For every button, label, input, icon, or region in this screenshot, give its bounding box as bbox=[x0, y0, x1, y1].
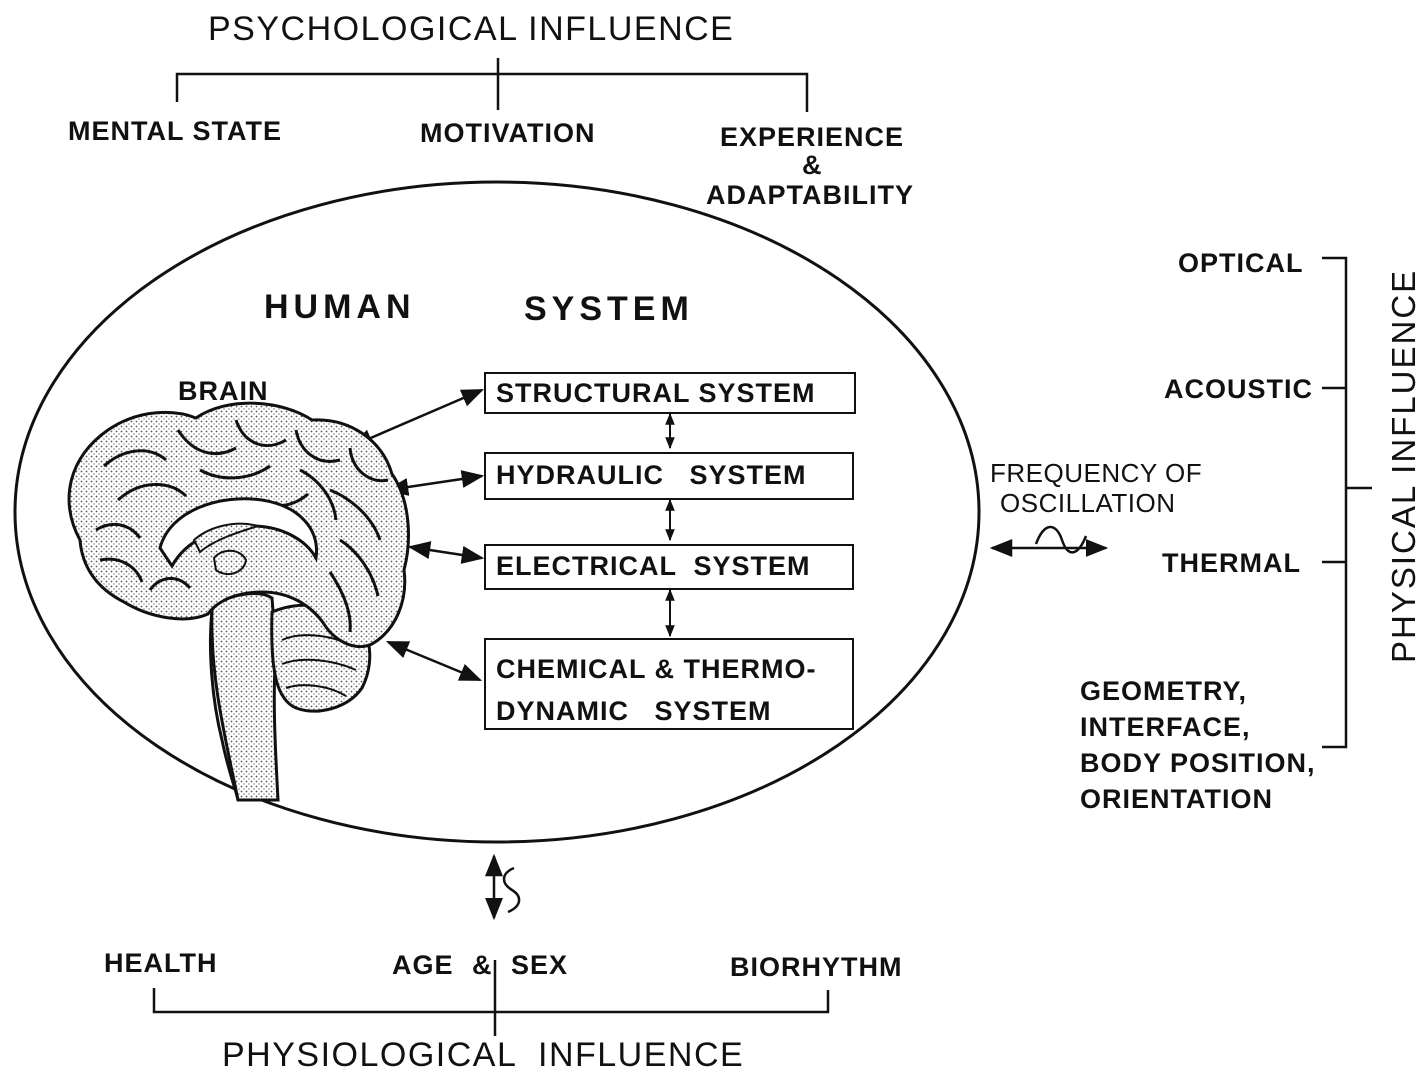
biorhythm-label: BIORHYTHM bbox=[730, 952, 903, 982]
adaptability-label: ADAPTABILITY bbox=[706, 180, 914, 210]
structural-system-label: STRUCTURAL SYSTEM bbox=[496, 378, 816, 408]
motivation-label: MOTIVATION bbox=[420, 118, 596, 148]
hydraulic-system-label: HYDRAULIC SYSTEM bbox=[496, 460, 807, 490]
optical-label: OPTICAL bbox=[1178, 248, 1304, 278]
ampersand-label: & bbox=[802, 150, 823, 180]
physiological-bracket bbox=[152, 960, 830, 1036]
body-position-label: BODY POSITION, bbox=[1080, 748, 1316, 778]
thermal-label: THERMAL bbox=[1162, 548, 1301, 578]
structural-system-box: STRUCTURAL SYSTEM bbox=[484, 372, 856, 414]
geometry-label: GEOMETRY, bbox=[1080, 676, 1248, 706]
system-label: SYSTEM bbox=[524, 290, 694, 328]
brain-label: BRAIN bbox=[178, 376, 269, 406]
physical-influence-title: PHYSICAL INFLUENCE bbox=[1385, 268, 1422, 663]
electrical-system-box: ELECTRICAL SYSTEM bbox=[484, 544, 854, 590]
electrical-system-label: ELECTRICAL SYSTEM bbox=[496, 551, 811, 581]
human-label: HUMAN bbox=[264, 288, 416, 326]
acoustic-label: ACOUSTIC bbox=[1164, 374, 1313, 404]
brain-illustration bbox=[67, 401, 410, 802]
brain-arrows bbox=[349, 388, 485, 682]
psychological-bracket bbox=[175, 58, 809, 112]
experience-label: EXPERIENCE bbox=[720, 122, 905, 152]
frequency-label-line2: OSCILLATION bbox=[1000, 488, 1176, 518]
physiological-title: PHYSIOLOGICAL INFLUENCE bbox=[222, 1036, 745, 1074]
interface-label: INTERFACE, bbox=[1080, 712, 1251, 742]
human-system-ellipse bbox=[13, 180, 981, 844]
age-sex-label: AGE & SEX bbox=[392, 950, 569, 980]
frequency-label-line1: FREQUENCY OF bbox=[990, 458, 1203, 488]
physical-bracket bbox=[1322, 256, 1372, 749]
orientation-label: ORIENTATION bbox=[1080, 784, 1273, 814]
chemical-thermodynamic-system-box: CHEMICAL & THERMO- DYNAMIC SYSTEM bbox=[484, 638, 854, 730]
chemical-system-label-line2: DYNAMIC SYSTEM bbox=[496, 696, 772, 726]
frequency-arrow bbox=[989, 525, 1109, 557]
chemical-system-label-line1: CHEMICAL & THERMO- bbox=[496, 654, 817, 684]
hydraulic-system-box: HYDRAULIC SYSTEM bbox=[484, 452, 854, 500]
health-label: HEALTH bbox=[104, 948, 218, 978]
psychological-title: PSYCHOLOGICAL INFLUENCE bbox=[208, 10, 735, 48]
mental-state-label: MENTAL STATE bbox=[68, 116, 282, 146]
physiological-arrow bbox=[485, 853, 521, 921]
